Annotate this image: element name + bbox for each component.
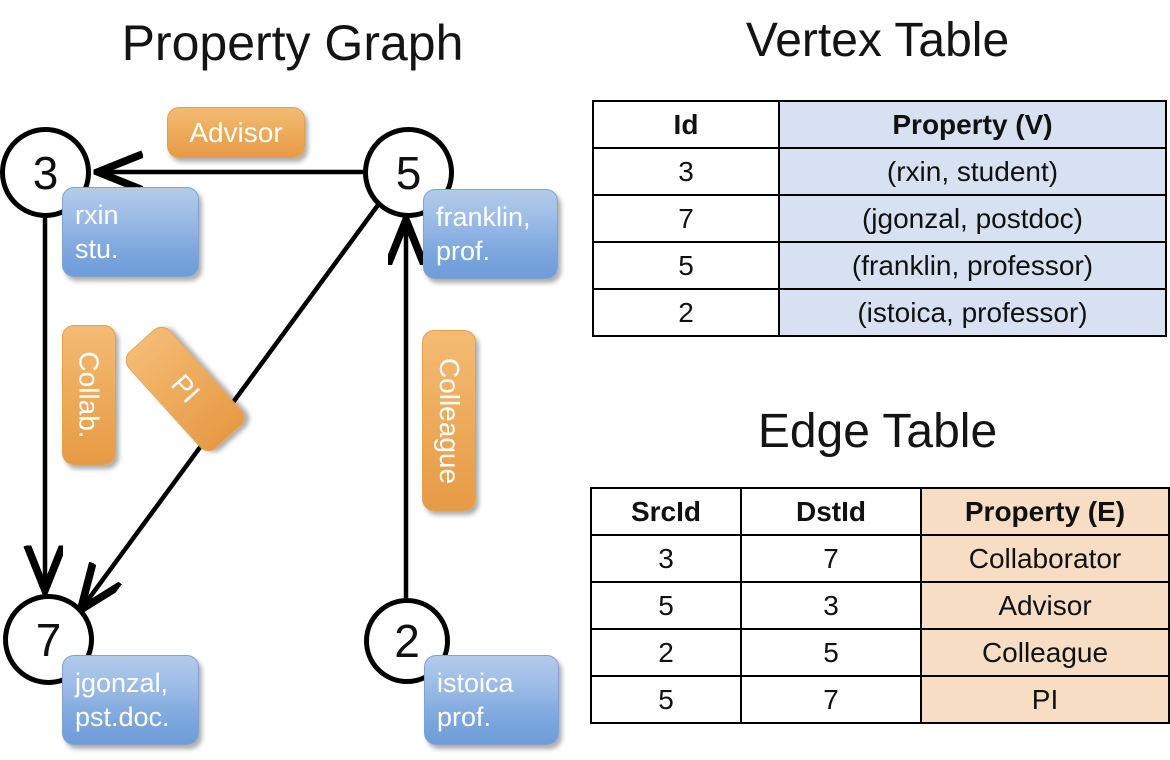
graph-node-3-label: 3	[32, 146, 59, 199]
edge-table: SrcId DstId Property (E) 3 7 Collaborato…	[590, 487, 1170, 724]
vertex-property-box-jgonzal[interactable]: jgonzal, pst.doc.	[62, 655, 199, 745]
graph-node-7-label: 7	[35, 613, 62, 666]
edge-cell-property: Collaborator	[920, 534, 1170, 583]
vertex-cell-property: (istoica, professor)	[778, 288, 1167, 337]
edge-label-box-collab[interactable]: Collab.	[62, 325, 116, 465]
vertex-box-role: stu.	[75, 234, 119, 264]
edge-cell-property: Advisor	[920, 581, 1170, 630]
edge-table-header-srcid: SrcId	[590, 487, 742, 536]
edge-cell-src: 3	[590, 534, 742, 583]
vertex-property-box-istoica[interactable]: istoica prof.	[424, 655, 559, 745]
edge-cell-dst: 5	[740, 628, 922, 677]
edge-table-header-property: Property (E)	[920, 487, 1170, 536]
vertex-box-role: prof.	[437, 702, 492, 732]
vertex-table: Id Property (V) 3 (rxin, student) 7 (jgo…	[592, 100, 1167, 337]
vertex-box-name: istoica	[437, 668, 514, 698]
vertex-box-role: pst.doc.	[75, 702, 170, 732]
table-row[interactable]: 5 (franklin, professor)	[592, 241, 1167, 290]
graph-node-5-label: 5	[395, 146, 422, 199]
edge-cell-dst: 7	[740, 675, 922, 724]
table-header-row: Id Property (V)	[592, 100, 1167, 149]
vertex-cell-property: (rxin, student)	[778, 147, 1167, 196]
vertex-property-box-rxin[interactable]: rxin stu.	[62, 187, 199, 277]
edge-cell-dst: 7	[740, 534, 922, 583]
page-title-edge-table: Edge Table	[757, 405, 998, 458]
table-row[interactable]: 5 3 Advisor	[590, 581, 1170, 630]
vertex-table-header-property: Property (V)	[778, 100, 1167, 149]
vertex-property-box-franklin[interactable]: franklin, prof.	[423, 189, 558, 279]
vertex-box-role: prof.	[436, 236, 491, 266]
vertex-cell-id: 7	[592, 194, 780, 243]
page-title-property-graph: Property Graph	[121, 15, 464, 71]
edge-label-box-advisor[interactable]: Advisor	[167, 107, 305, 158]
edge-cell-property: Colleague	[920, 628, 1170, 677]
edge-label-colleague: Colleague	[434, 357, 466, 484]
edge-cell-src: 5	[590, 675, 742, 724]
edge-table-header-dstid: DstId	[740, 487, 922, 536]
table-row[interactable]: 3 7 Collaborator	[590, 534, 1170, 583]
edge-cell-src: 5	[590, 581, 742, 630]
edge-label-collab: Collab.	[74, 351, 106, 439]
vertex-box-name: rxin	[75, 200, 119, 230]
vertex-table-header-id: Id	[592, 100, 780, 149]
vertex-box-name: franklin,	[436, 202, 531, 232]
page-title-vertex-table: Vertex Table	[745, 14, 1010, 67]
edge-label-pi: PI	[164, 368, 206, 409]
vertex-cell-property: (jgonzal, postdoc)	[778, 194, 1167, 243]
vertex-cell-property: (franklin, professor)	[778, 241, 1167, 290]
edge-label-advisor: Advisor	[189, 116, 283, 148]
table-row[interactable]: 2 5 Colleague	[590, 628, 1170, 677]
table-row[interactable]: 3 (rxin, student)	[592, 147, 1167, 196]
edge-cell-property: PI	[920, 675, 1170, 724]
table-row[interactable]: 2 (istoica, professor)	[592, 288, 1167, 337]
vertex-cell-id: 3	[592, 147, 780, 196]
vertex-cell-id: 2	[592, 288, 780, 337]
vertex-box-name: jgonzal,	[75, 668, 169, 698]
edge-label-box-colleague[interactable]: Colleague	[422, 330, 476, 511]
table-row[interactable]: 5 7 PI	[590, 675, 1170, 724]
graph-node-2-label: 2	[394, 615, 420, 667]
property-graph-panel: Property Graph 3 5 7 2 rxin stu. frankli…	[0, 15, 559, 745]
table-row[interactable]: 7 (jgonzal, postdoc)	[592, 194, 1167, 243]
table-header-row: SrcId DstId Property (E)	[590, 487, 1170, 536]
graph-node-2[interactable]: 2	[364, 598, 450, 684]
vertex-cell-id: 5	[592, 241, 780, 290]
edge-cell-dst: 3	[740, 581, 922, 630]
edge-cell-src: 2	[590, 628, 742, 677]
